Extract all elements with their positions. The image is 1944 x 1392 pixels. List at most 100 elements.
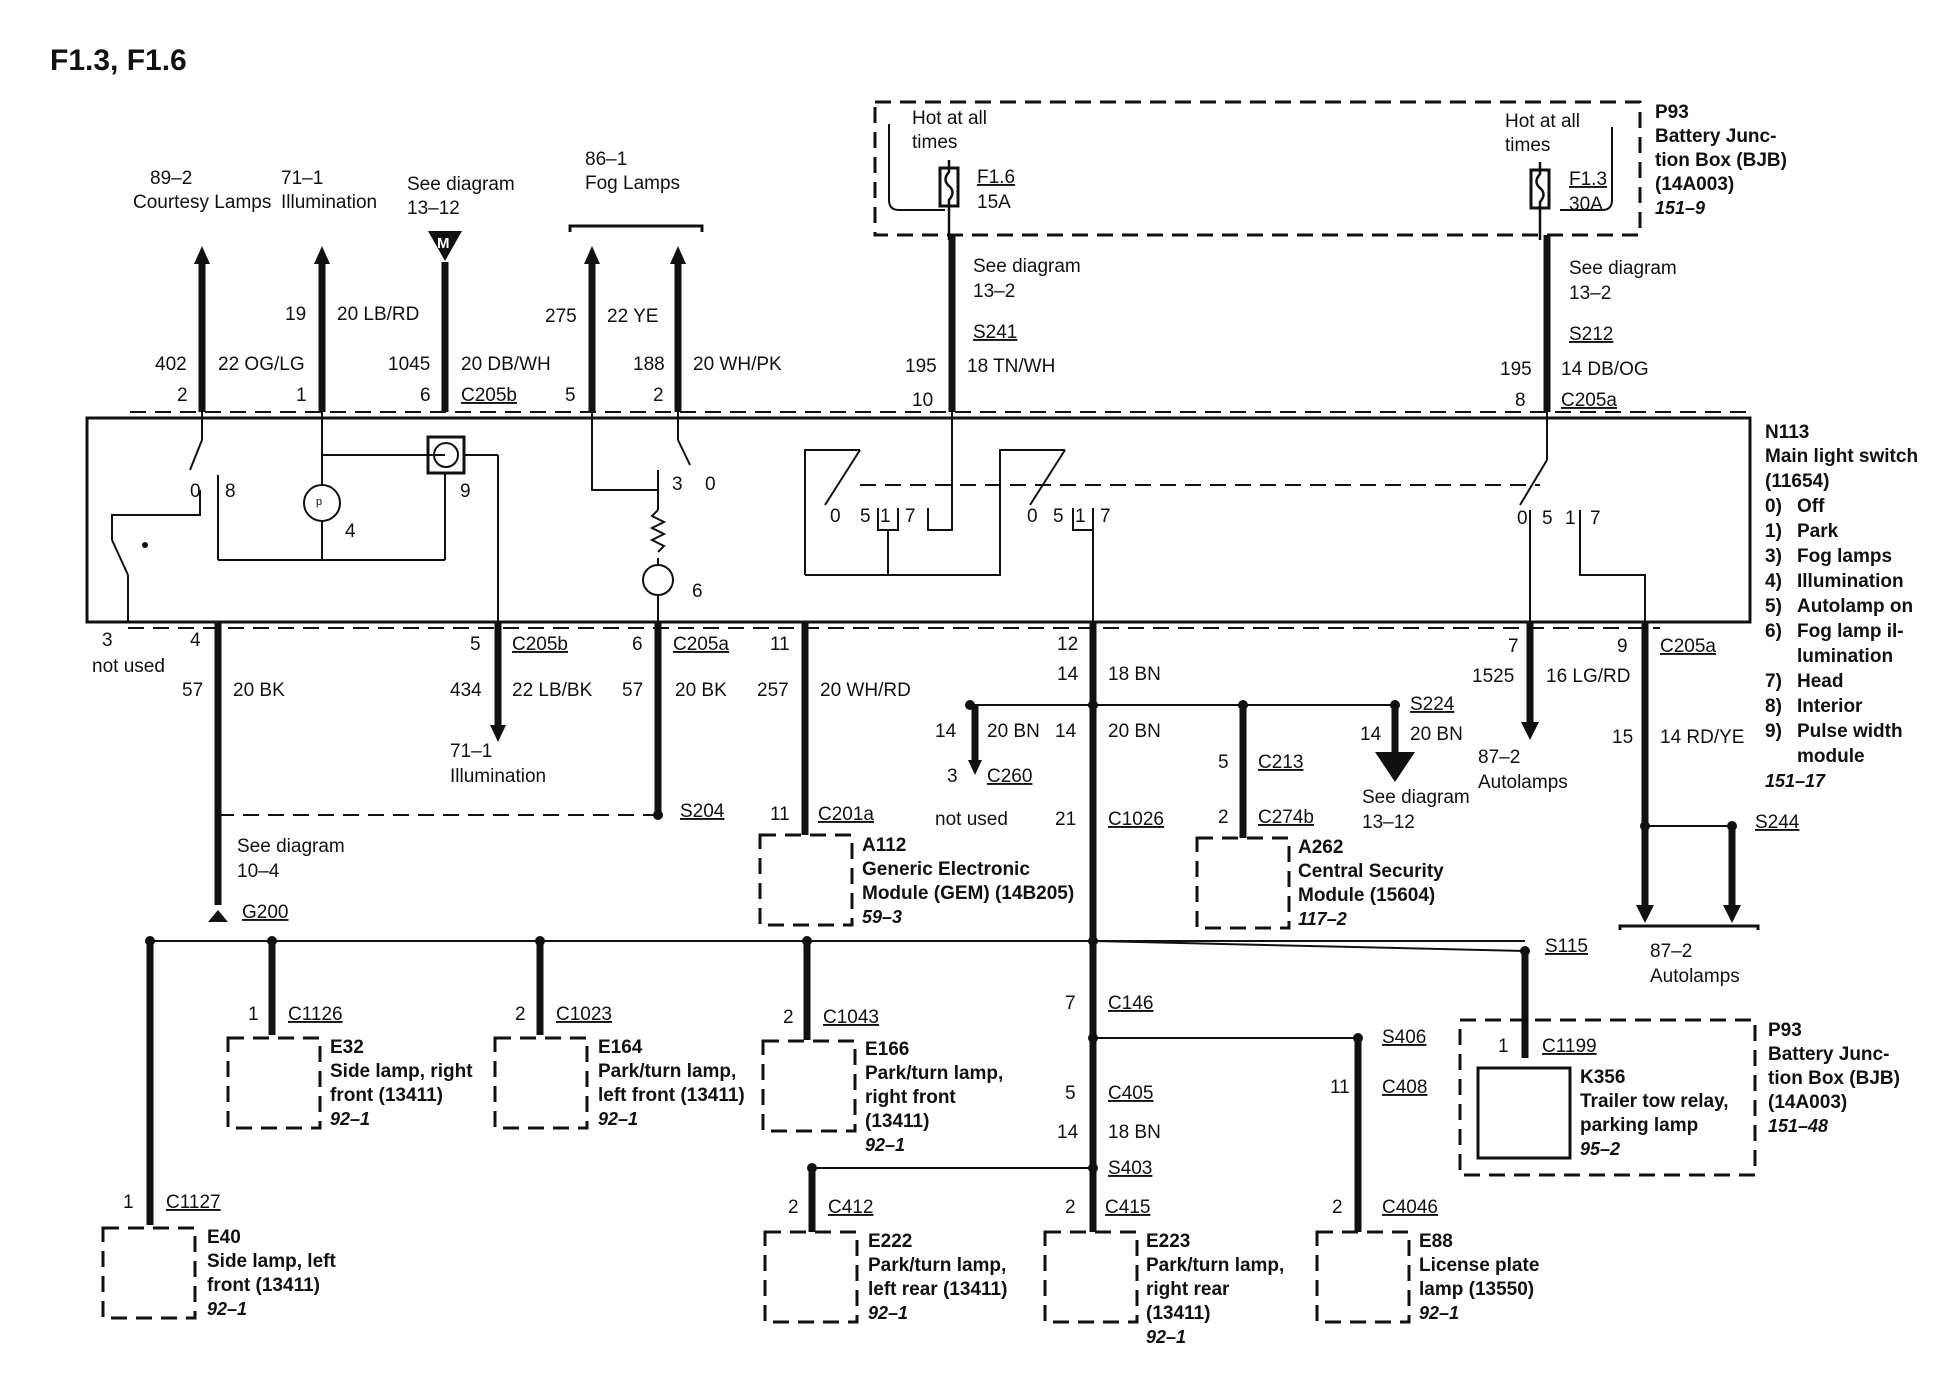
pin: 1 [296, 385, 307, 406]
arrow-down-icon [1375, 752, 1415, 782]
circuit: 14 [935, 721, 957, 742]
connector-tag: M [437, 235, 450, 252]
hot-right-bracket [1560, 127, 1613, 211]
load-line1: Park/turn lamp, [1146, 1255, 1284, 1276]
illumination-ref: 71–1 Illumination [281, 168, 377, 213]
bjb-top-label-3: tion Box (BJB) [1655, 150, 1787, 171]
wire-color: 20 LB/RD [337, 304, 419, 325]
ref-line1: See diagram [407, 174, 515, 195]
pos: 3 [672, 474, 683, 495]
position-text: lumination [1797, 646, 1893, 667]
arrow-up-icon [314, 246, 330, 264]
load-ref: 92–1 [868, 1303, 908, 1323]
fog-illum-bulb-icon [642, 564, 674, 596]
load-id: E88 [1419, 1231, 1453, 1252]
pos: 5 [860, 506, 871, 527]
connector: C205b [512, 634, 568, 655]
load-line3: (13411) [865, 1111, 929, 1132]
connector: C1026 [1108, 809, 1164, 830]
load-e40: 1 C1127 E40 Side lamp, left front (13411… [101, 1192, 336, 1320]
fuse-left-amps: 15A [977, 192, 1011, 213]
pin: 1 [123, 1192, 134, 1213]
pin: 6 [632, 634, 643, 655]
circuit: 275 [545, 306, 577, 327]
load-box [493, 1036, 589, 1130]
pos: 0 [1517, 508, 1528, 529]
wire-color: 18 TN/WH [967, 356, 1055, 377]
circuit: 195 [1500, 359, 1532, 380]
pos: 7 [905, 506, 916, 527]
ground-name: G200 [242, 902, 288, 923]
hot-left-2: times [912, 132, 957, 153]
wire-color: 14 RD/YE [1660, 727, 1744, 748]
bjb-top-label-4: (14A003) [1655, 174, 1734, 195]
pin: 2 [1065, 1197, 1076, 1218]
ref-name: Autolamps [1478, 772, 1568, 793]
module-line2: Module (GEM) (14B205) [862, 883, 1074, 904]
connector: C1126 [288, 1004, 343, 1025]
page-title: F1.3, F1.6 [50, 44, 187, 77]
hot-left-1: Hot at all [912, 108, 987, 129]
int [805, 530, 889, 576]
switch-box [85, 416, 1752, 624]
load-box [763, 1230, 859, 1324]
connector: C205a [1660, 636, 1716, 657]
circuit: 15 [1612, 727, 1633, 748]
bjb-top-ref: 151–9 [1655, 198, 1705, 218]
ref-code: 71–1 [450, 741, 492, 762]
connector: C415 [1105, 1197, 1150, 1218]
pos: 6 [692, 581, 703, 602]
module-ref: 117–2 [1298, 909, 1347, 929]
int [804, 449, 860, 575]
circuit: 195 [905, 356, 937, 377]
bjb-bottom-label-3: tion Box (BJB) [1768, 1068, 1900, 1089]
circuit: 14 [1057, 1122, 1079, 1143]
int [1072, 508, 1094, 531]
switch-label-2: Main light switch [1765, 446, 1918, 467]
fuse-left-name: F1.6 [977, 167, 1015, 188]
int [111, 490, 201, 540]
position-num: 6) [1765, 621, 1782, 642]
module-ref: 59–3 [862, 907, 902, 927]
load-e88: 2 C4046 E88 License plate lamp (13550) 9… [1315, 1197, 1539, 1324]
relay-id: K356 [1580, 1067, 1625, 1088]
pin: 11 [770, 634, 790, 655]
circuit: 14 [1055, 721, 1077, 742]
splice: S224 [1410, 694, 1455, 715]
see-2: 13–2 [1569, 283, 1611, 304]
fog-lamps-ref: 86–1 Fog Lamps [568, 149, 704, 232]
arrow-down-icon [1636, 905, 1654, 923]
switch-arm [1029, 449, 1066, 506]
position-text: Fog lamps [1797, 546, 1892, 567]
bjb-bottom-label-4: (14A003) [1768, 1092, 1847, 1113]
main-light-switch: 0 8 ᵖ 4 9 3 0 6 0 5 [85, 412, 1918, 791]
pos: 1 [1075, 506, 1086, 527]
pin: 1 [248, 1004, 259, 1025]
connector: C4046 [1382, 1197, 1438, 1218]
connector-arrow-icon [428, 231, 462, 261]
pin: 3 [947, 766, 958, 787]
wire-color: 16 LG/RD [1546, 666, 1630, 687]
wire-color: 22 OG/LG [218, 354, 305, 375]
splice: S403 [1108, 1158, 1152, 1179]
switch-label-1: N113 [1765, 422, 1809, 443]
top-wires: 402 22 OG/LG 2 19 20 LB/RD 1 1045 20 DB/… [155, 235, 1677, 412]
see-1: See diagram [1362, 787, 1470, 808]
splice: S244 [1755, 812, 1800, 833]
fuse-right-name: F1.3 [1569, 169, 1607, 190]
circuit: 57 [182, 680, 203, 701]
wire-color: 22 YE [607, 306, 658, 327]
see-1: See diagram [1569, 258, 1677, 279]
load-ref: 92–1 [865, 1135, 905, 1155]
connector: C405 [1108, 1083, 1153, 1104]
pin: 11 [770, 804, 790, 825]
module-box [758, 833, 854, 927]
splice-dot [1088, 1033, 1098, 1043]
load-box [1043, 1230, 1139, 1324]
pin: 7 [1065, 993, 1076, 1014]
relay-line1: Trailer tow relay, [1580, 1091, 1729, 1112]
bjb-top-label-1: P93 [1655, 102, 1689, 123]
contact [142, 542, 148, 548]
wire-color: 14 DB/OG [1561, 359, 1649, 380]
pin: 6 [420, 385, 431, 406]
